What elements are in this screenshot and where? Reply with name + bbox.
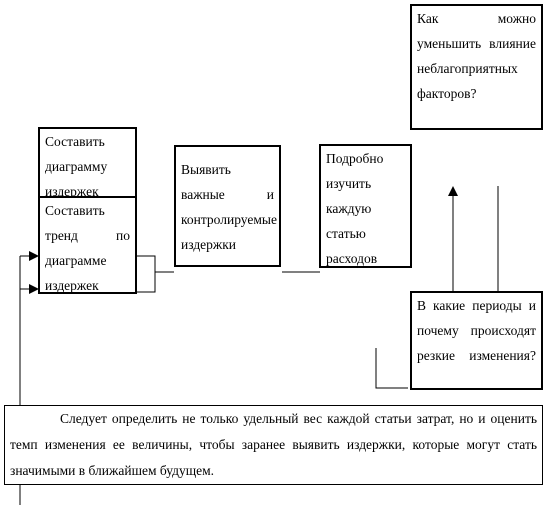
explanatory-note: Следует определить не только удельный ве… [4, 405, 543, 485]
box-sharp-changes-periods-text: В какие периоды и почему происходят резк… [417, 298, 536, 363]
trend-bracket [136, 255, 156, 293]
box-build-cost-trend: Составить тренд по диаграмме издержек [38, 196, 137, 294]
box-reduce-unfavorable-factors: Как можно уменьшить влияние неблагоприят… [410, 4, 543, 130]
box-build-cost-trend-text: Составить тренд по диаграмме издержек [45, 203, 130, 293]
box-identify-key-costs-text: Выявить важные и контролируемые издержки [181, 162, 277, 252]
box-build-cost-diagram-text: Составить диаграмму издержек [45, 134, 108, 198]
box-study-each-item-text: Подробно изучить каждую статью расходов [326, 151, 384, 266]
box-sharp-changes-periods: В какие периоды и почему происходят резк… [410, 291, 543, 390]
box-study-each-item: Подробно изучить каждую статью расходов [319, 144, 412, 268]
explanatory-note-text: Следует определить не только удельный ве… [10, 411, 537, 478]
box-identify-key-costs: Выявить важные и контролируемые издержки [174, 145, 281, 267]
box-build-cost-diagram: Составить диаграмму издержек [38, 127, 137, 198]
box-reduce-unfavorable-factors-text: Как можно уменьшить влияние неблагоприят… [417, 11, 536, 101]
periods-bracket [375, 348, 408, 389]
